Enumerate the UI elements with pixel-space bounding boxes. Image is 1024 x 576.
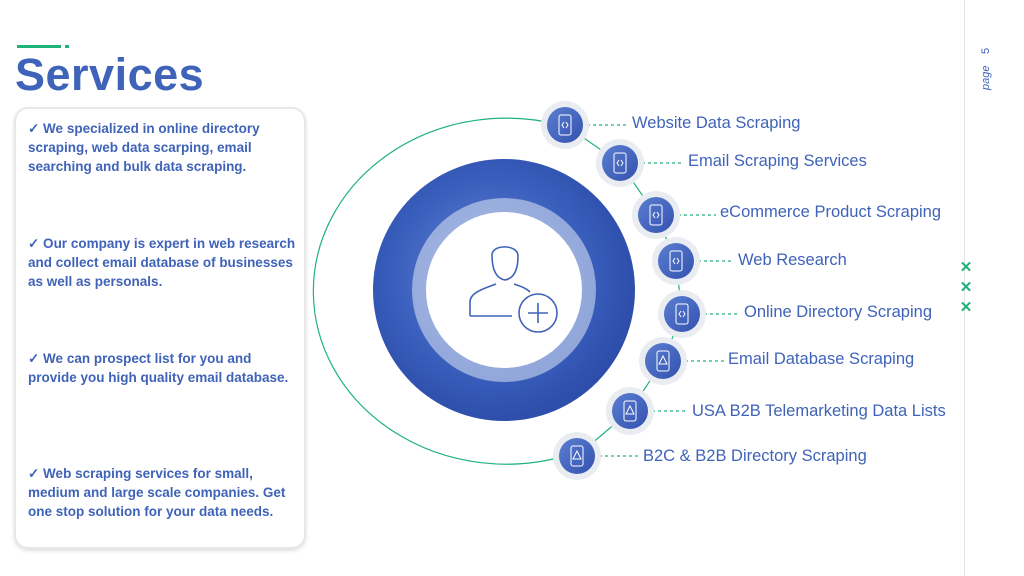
service-label: Website Data Scraping [632,114,801,132]
mobile-code-icon [613,152,627,174]
service-label: Web Research [738,251,847,269]
bullet-text: ✓ We specialized in online directory scr… [28,121,260,174]
x-mark-icon: ✕ [959,299,973,316]
service-node-1 [541,101,628,149]
service-label: Online Directory Scraping [744,303,932,321]
mobile-warning-icon [570,445,584,467]
mobile-code-icon [669,250,683,272]
service-label: Email Database Scraping [728,350,915,368]
node-circle [612,393,648,429]
mobile-code-icon [558,114,572,136]
node-circle [638,197,674,233]
service-node-7 [606,387,688,435]
service-label: USA B2B Telemarketing Data Lists [692,402,946,420]
mobile-warning-icon [623,400,637,422]
title-accent-line [17,45,61,48]
service-node-4 [652,237,734,285]
mobile-warning-icon [656,350,670,372]
bullet-text: ✓ Web scraping services for small, mediu… [28,466,286,519]
right-side-panel [964,0,1024,576]
service-node-3 [632,191,716,239]
service-label: eCommerce Product Scraping [720,203,942,221]
node-circle [664,296,700,332]
service-label: Email Scraping Services [688,152,867,170]
node-circle [602,145,638,181]
page-title: Services [15,49,205,100]
add-user-icon [469,246,558,333]
node-circle [547,107,583,143]
service-node-2 [596,139,684,187]
outer-arc [312,117,566,465]
mobile-code-icon [649,204,663,226]
node-circle [658,243,694,279]
x-mark-icon: ✕ [959,259,973,276]
service-label: B2C & B2B Directory Scraping [643,447,867,465]
x-mark-icon: ✕ [959,279,973,296]
bullet-text: ✓ Our company is expert in web research … [28,236,296,289]
bullet-card: ✓ We specialized in online directory scr… [16,109,304,547]
node-circle [645,343,681,379]
service-node-5 [658,290,740,338]
center-circle [426,212,582,368]
bullet-text: ✓ We can prospect list for you and provi… [28,351,289,385]
decorative-x-marks: ✕ ✕ ✕ [958,258,974,318]
title-accent-dot [65,45,69,48]
service-node-8 [553,432,639,480]
service-node-6 [639,337,724,385]
mobile-code-icon [675,303,689,325]
node-circle [559,438,595,474]
